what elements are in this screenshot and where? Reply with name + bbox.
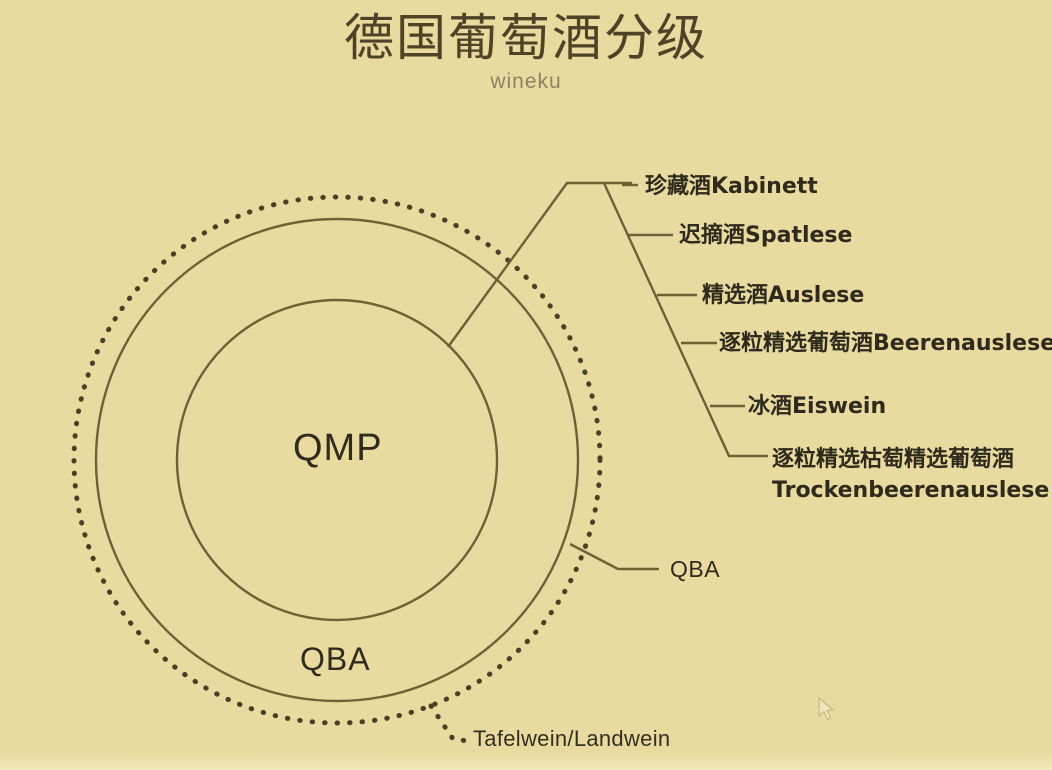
title-block: 德国葡萄酒分级 wineku xyxy=(0,9,1052,94)
qmp-label-auslese: 精选酒Auslese xyxy=(702,283,865,308)
solid-circle-qmp xyxy=(175,298,499,622)
leader-tafelwein-callout xyxy=(428,703,471,744)
callout-label-qba: QBA xyxy=(670,556,721,582)
solid-circle-qba xyxy=(94,217,580,703)
qmp-label-kabinett: 珍藏酒Kabinett xyxy=(645,174,818,199)
qmp-label-eiswein: 冰酒Eiswein xyxy=(748,394,887,419)
qmp-subcategory-spine xyxy=(602,182,768,458)
leader-qmp-to-spine xyxy=(447,181,632,348)
qmp-label-spatlese: 迟摘酒Spatlese xyxy=(679,223,853,248)
callout-label-tafelwein: Tafelwein/Landwein xyxy=(473,726,671,751)
qmp-label-trockenbeerenauslese: 逐粒精选枯萄精选葡萄酒 Trockenbeerenauslese xyxy=(772,447,1050,503)
page-title: 德国葡萄酒分级 xyxy=(344,9,708,67)
dotted-circle-tafelwein xyxy=(71,194,603,726)
leader-qba-callout xyxy=(569,542,659,571)
region-label-qba: QBA xyxy=(300,641,371,677)
page-subtitle: wineku xyxy=(490,69,562,93)
region-label-qmp: QMP xyxy=(293,427,383,469)
qmp-label-beerenauslese: 逐粒精选葡萄酒Beerenauslese xyxy=(719,331,1052,356)
